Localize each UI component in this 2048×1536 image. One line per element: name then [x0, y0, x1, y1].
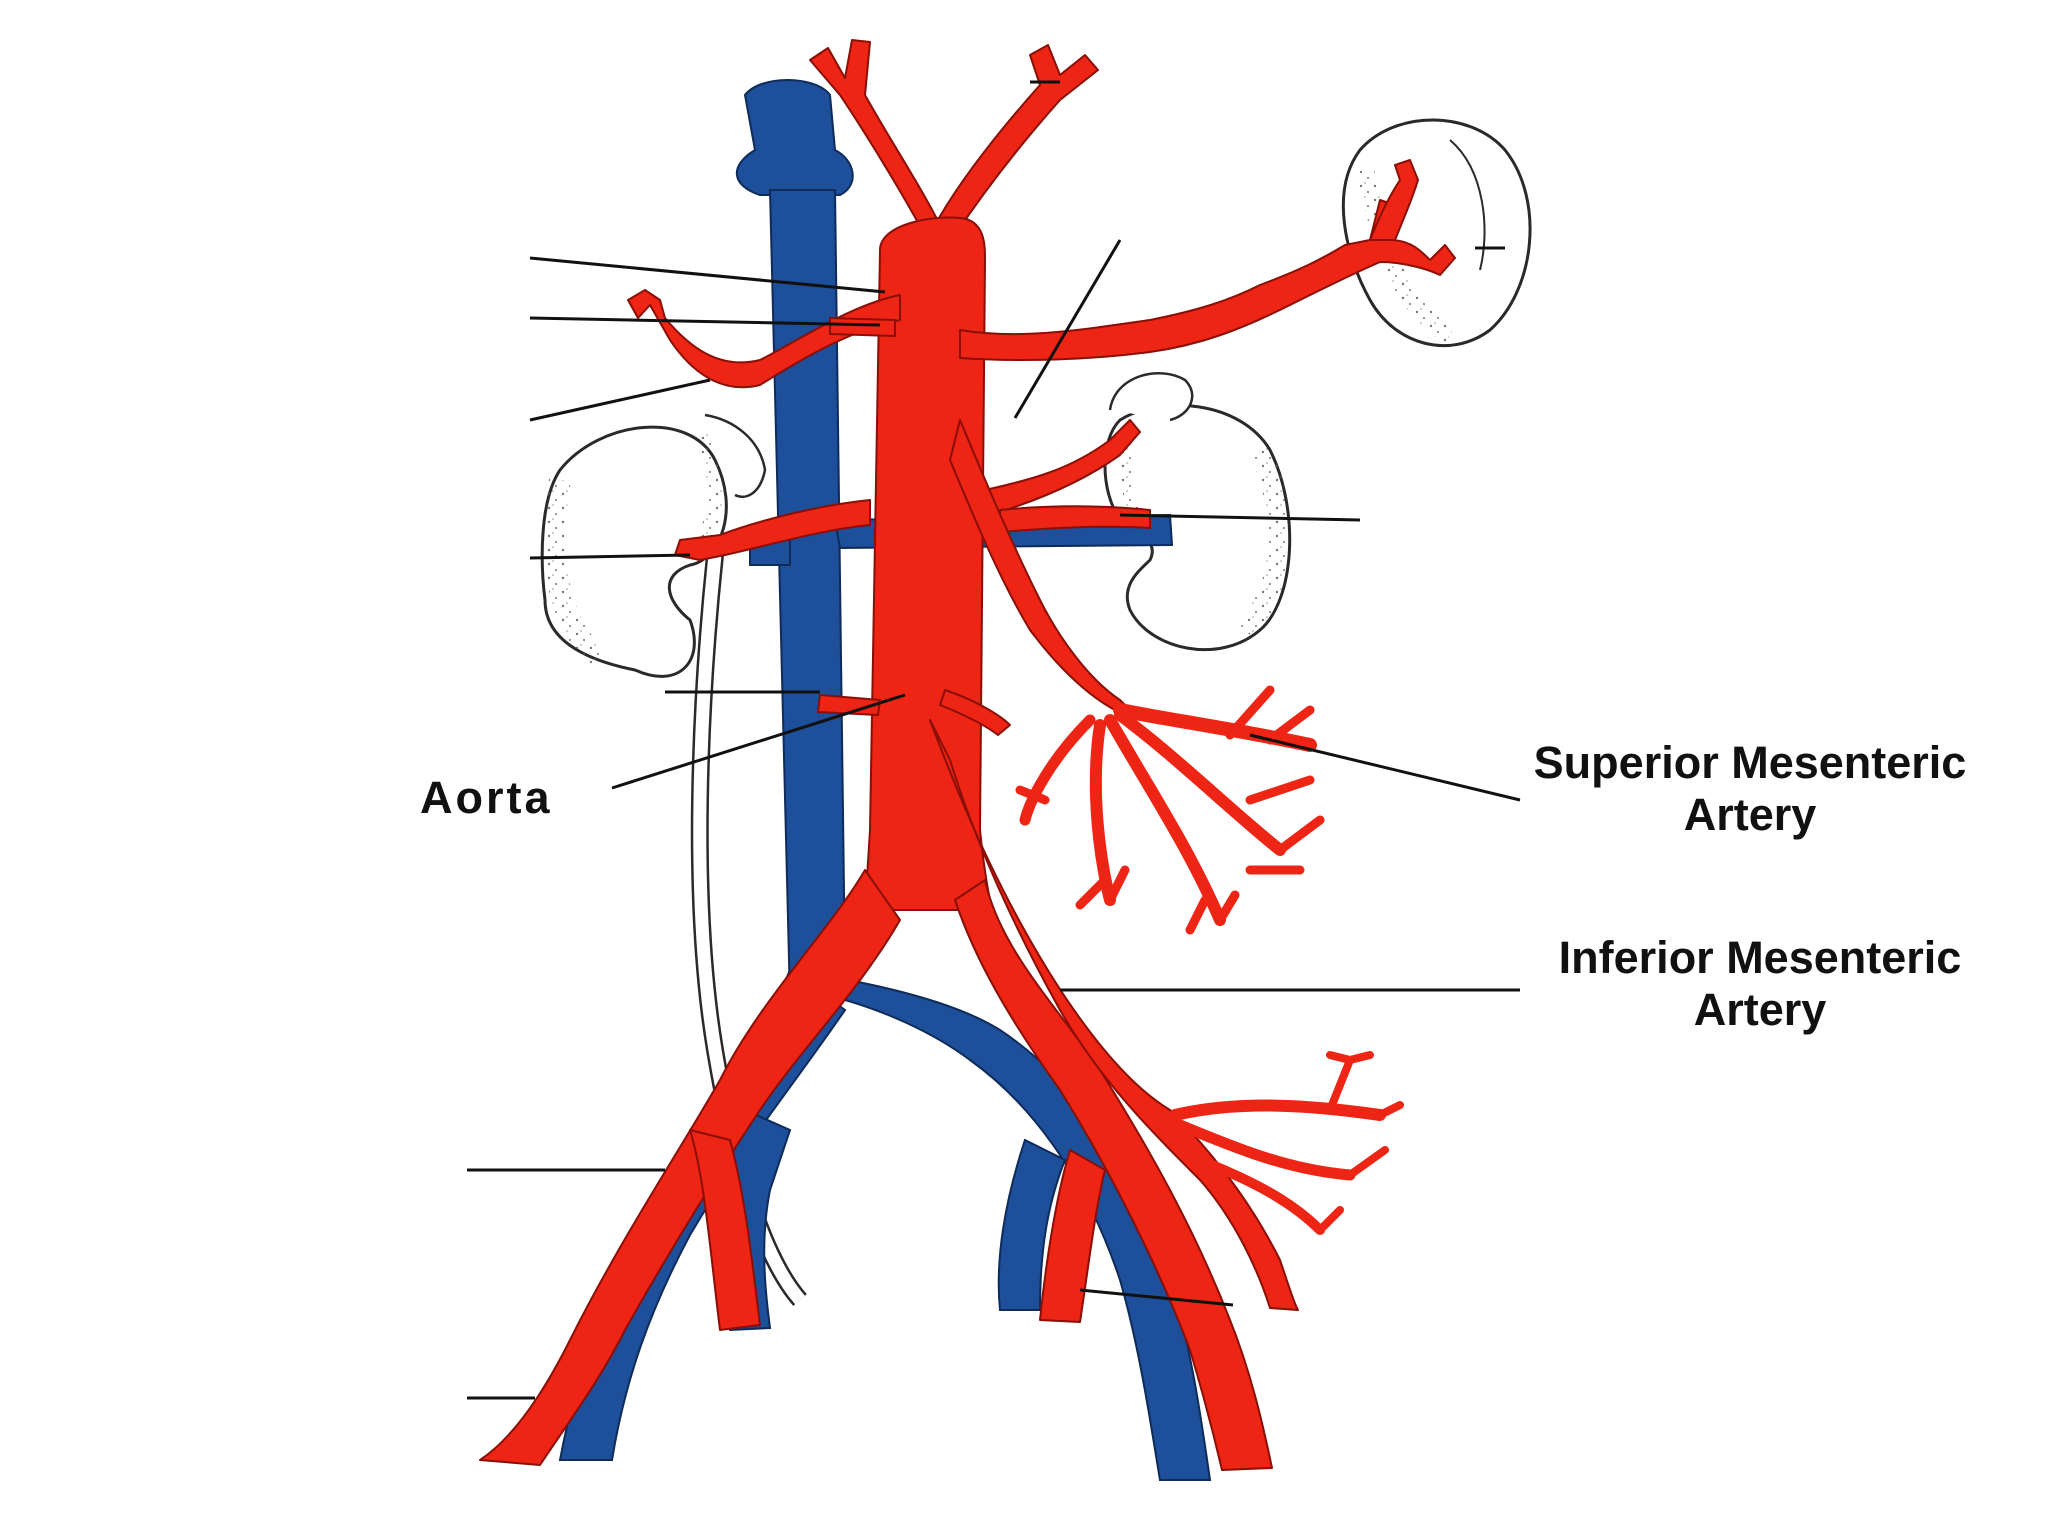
leader-line-3: [529, 378, 711, 422]
arterial-system: [479, 39, 1456, 1471]
leader-line-12: [1079, 1288, 1234, 1307]
superior-mesenteric-branches: [1015, 685, 1325, 935]
sma-label-line-2: Artery: [1683, 789, 1817, 840]
inferior-mesenteric-artery-label: Inferior Mesenteric Artery: [1500, 932, 2020, 1036]
sma-leader-line: [1249, 733, 1521, 802]
inferior-mesenteric-branches: [1169, 1051, 1404, 1235]
leader-line-8: [529, 553, 691, 560]
ima-label-line-1: Inferior Mesenteric: [1558, 932, 1962, 983]
leader-line-1: [529, 256, 886, 294]
superior-mesenteric-artery-label: Superior Mesenteric Artery: [1480, 737, 2020, 841]
leader-line-2: [529, 316, 881, 327]
leader-line-4: [1013, 239, 1122, 419]
leader-line-7: [1119, 513, 1361, 522]
right-kidney: [540, 413, 767, 678]
ima-label-line-2: Artery: [1693, 984, 1827, 1035]
aorta-label: Aorta: [420, 772, 553, 824]
aorta-leader-line: [611, 693, 906, 790]
aorta-label-text: Aorta: [420, 772, 553, 823]
leader-lines: [467, 80, 1521, 1400]
sma-label-line-1: Superior Mesenteric: [1533, 737, 1967, 788]
